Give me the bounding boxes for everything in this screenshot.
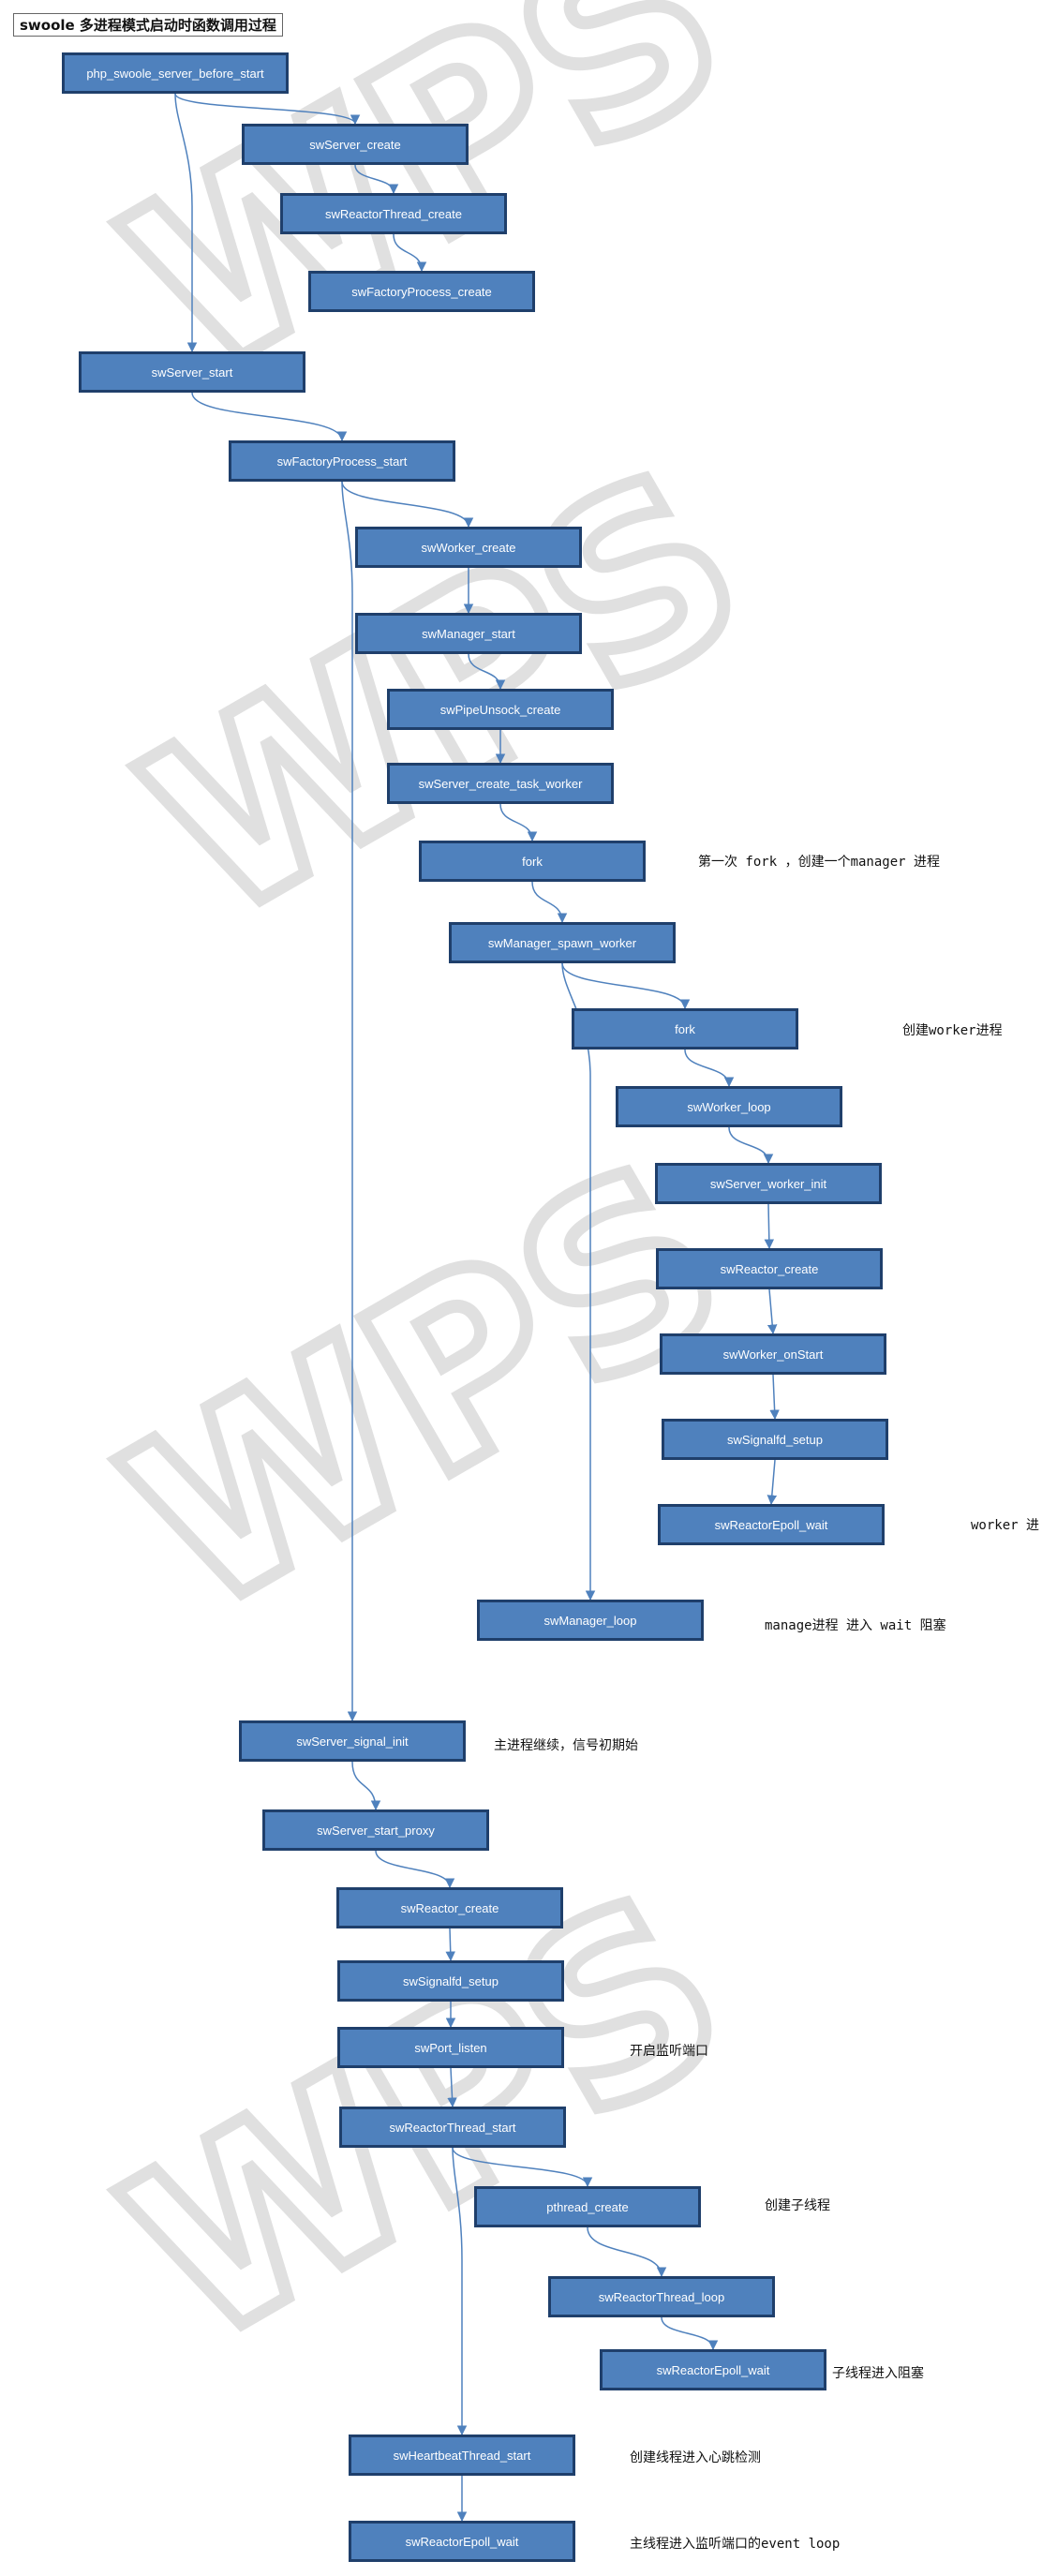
- node-pthread-create: pthread_create: [474, 2186, 701, 2227]
- node-swreactorepoll-wait-thread: swReactorEpoll_wait: [600, 2349, 826, 2390]
- note-main-continue: 主进程继续，信号初期始: [494, 1738, 638, 1753]
- node-swpipeunsock-create: swPipeUnsock_create: [387, 689, 614, 730]
- edge-n11-n12: [561, 962, 691, 1010]
- node-swworker-create: swWorker_create: [355, 527, 582, 568]
- edge-n27-n28: [661, 2316, 719, 2351]
- node-swworker-onstart: swWorker_onStart: [660, 1333, 886, 1375]
- node-swreactorthread-loop: swReactorThread_loop: [548, 2276, 775, 2317]
- edge-n10-n11: [531, 881, 568, 924]
- node-swfactoryprocess-create: swFactoryProcess_create: [308, 271, 535, 312]
- edge-n12-n13: [684, 1049, 735, 1088]
- note-manager-wait: manage进程 进入 wait 阻塞: [765, 1618, 946, 1633]
- node-swsignalfd-setup-worker: swSignalfd_setup: [662, 1419, 888, 1460]
- edge-n20-n21: [351, 1761, 381, 1811]
- node-swreactorepoll-wait-main: swReactorEpoll_wait: [349, 2521, 575, 2562]
- node-swreactor-create-worker: swReactor_create: [656, 1248, 883, 1289]
- edge-n17-n18: [767, 1459, 778, 1506]
- note-event-loop: 主线程进入监听端口的event loop: [630, 2537, 841, 2552]
- edge-n25-n29: [452, 2147, 468, 2436]
- node-swserver-worker-init: swServer_worker_init: [655, 1163, 882, 1204]
- node-swreactorthread-start: swReactorThread_start: [339, 2107, 566, 2148]
- edge-n1-n2: [354, 164, 399, 195]
- edge-n13-n14: [728, 1126, 774, 1165]
- node-swreactorthread-create: swReactorThread_create: [280, 193, 507, 234]
- node-swmanager-spawn-worker: swManager_spawn_worker: [449, 922, 676, 963]
- note-first-fork: 第一次 fork ，创建一个manager 进程: [698, 855, 941, 870]
- node-fork-manager: fork: [419, 841, 646, 882]
- note-create-worker: 创建worker进程: [902, 1023, 1003, 1038]
- node-fork-worker: fork: [572, 1008, 798, 1050]
- node-php-swoole-server-before-start: php_swoole_server_before_start: [62, 52, 289, 94]
- node-swport-listen: swPort_listen: [337, 2027, 564, 2068]
- node-swserver-signal-init: swServer_signal_init: [239, 1720, 466, 1762]
- edge-n0-n1: [174, 93, 361, 126]
- edge-n26-n27: [587, 2226, 667, 2278]
- node-swreactorepoll-wait-worker: swReactorEpoll_wait: [658, 1504, 885, 1545]
- node-swreactor-create-main: swReactor_create: [336, 1887, 563, 1928]
- note-listen-port: 开启监听端口: [630, 2044, 708, 2059]
- edge-n9-n10: [499, 803, 538, 842]
- edge-n15-n16: [767, 1288, 778, 1335]
- edge-n25-n26: [452, 2147, 593, 2188]
- edge-n7-n8: [468, 653, 506, 691]
- node-swmanager-loop: swManager_loop: [477, 1600, 704, 1641]
- edge-n0-n4: [174, 93, 198, 353]
- node-swserver-create: swServer_create: [242, 124, 469, 165]
- edge-n5-n6: [341, 481, 474, 529]
- edge-n14-n15: [764, 1203, 775, 1250]
- node-swheartbeatthread-start: swHeartbeatThread_start: [349, 2435, 575, 2476]
- note-heartbeat: 创建线程进入心跳检测: [630, 2450, 761, 2465]
- diagram-title: swoole 多进程模式启动时函数调用过程: [13, 13, 283, 37]
- node-swsignalfd-setup-main: swSignalfd_setup: [337, 1960, 564, 2002]
- note-thread-block: 子线程进入阻塞: [832, 2366, 924, 2381]
- edge-n2-n3: [393, 233, 427, 273]
- node-swworker-loop: swWorker_loop: [616, 1086, 842, 1127]
- edge-n4-n5: [191, 392, 348, 442]
- note-create-thread: 创建子线程: [765, 2198, 830, 2213]
- node-swserver-create-task-worker: swServer_create_task_worker: [387, 763, 614, 804]
- edge-n22-n23: [445, 1928, 455, 1962]
- node-swmanager-start: swManager_start: [355, 613, 582, 654]
- edge-n11-n19: [561, 962, 596, 1601]
- note-worker-enter: worker 进: [971, 1518, 1040, 1533]
- edge-n24-n25: [447, 2067, 457, 2108]
- edge-n16-n17: [769, 1374, 780, 1421]
- edge-n5-n20: [341, 481, 358, 1722]
- edge-n21-n22: [375, 1850, 455, 1889]
- node-swserver-start: swServer_start: [79, 351, 305, 393]
- node-swfactoryprocess-start: swFactoryProcess_start: [229, 440, 455, 482]
- node-swserver-start-proxy: swServer_start_proxy: [262, 1809, 489, 1851]
